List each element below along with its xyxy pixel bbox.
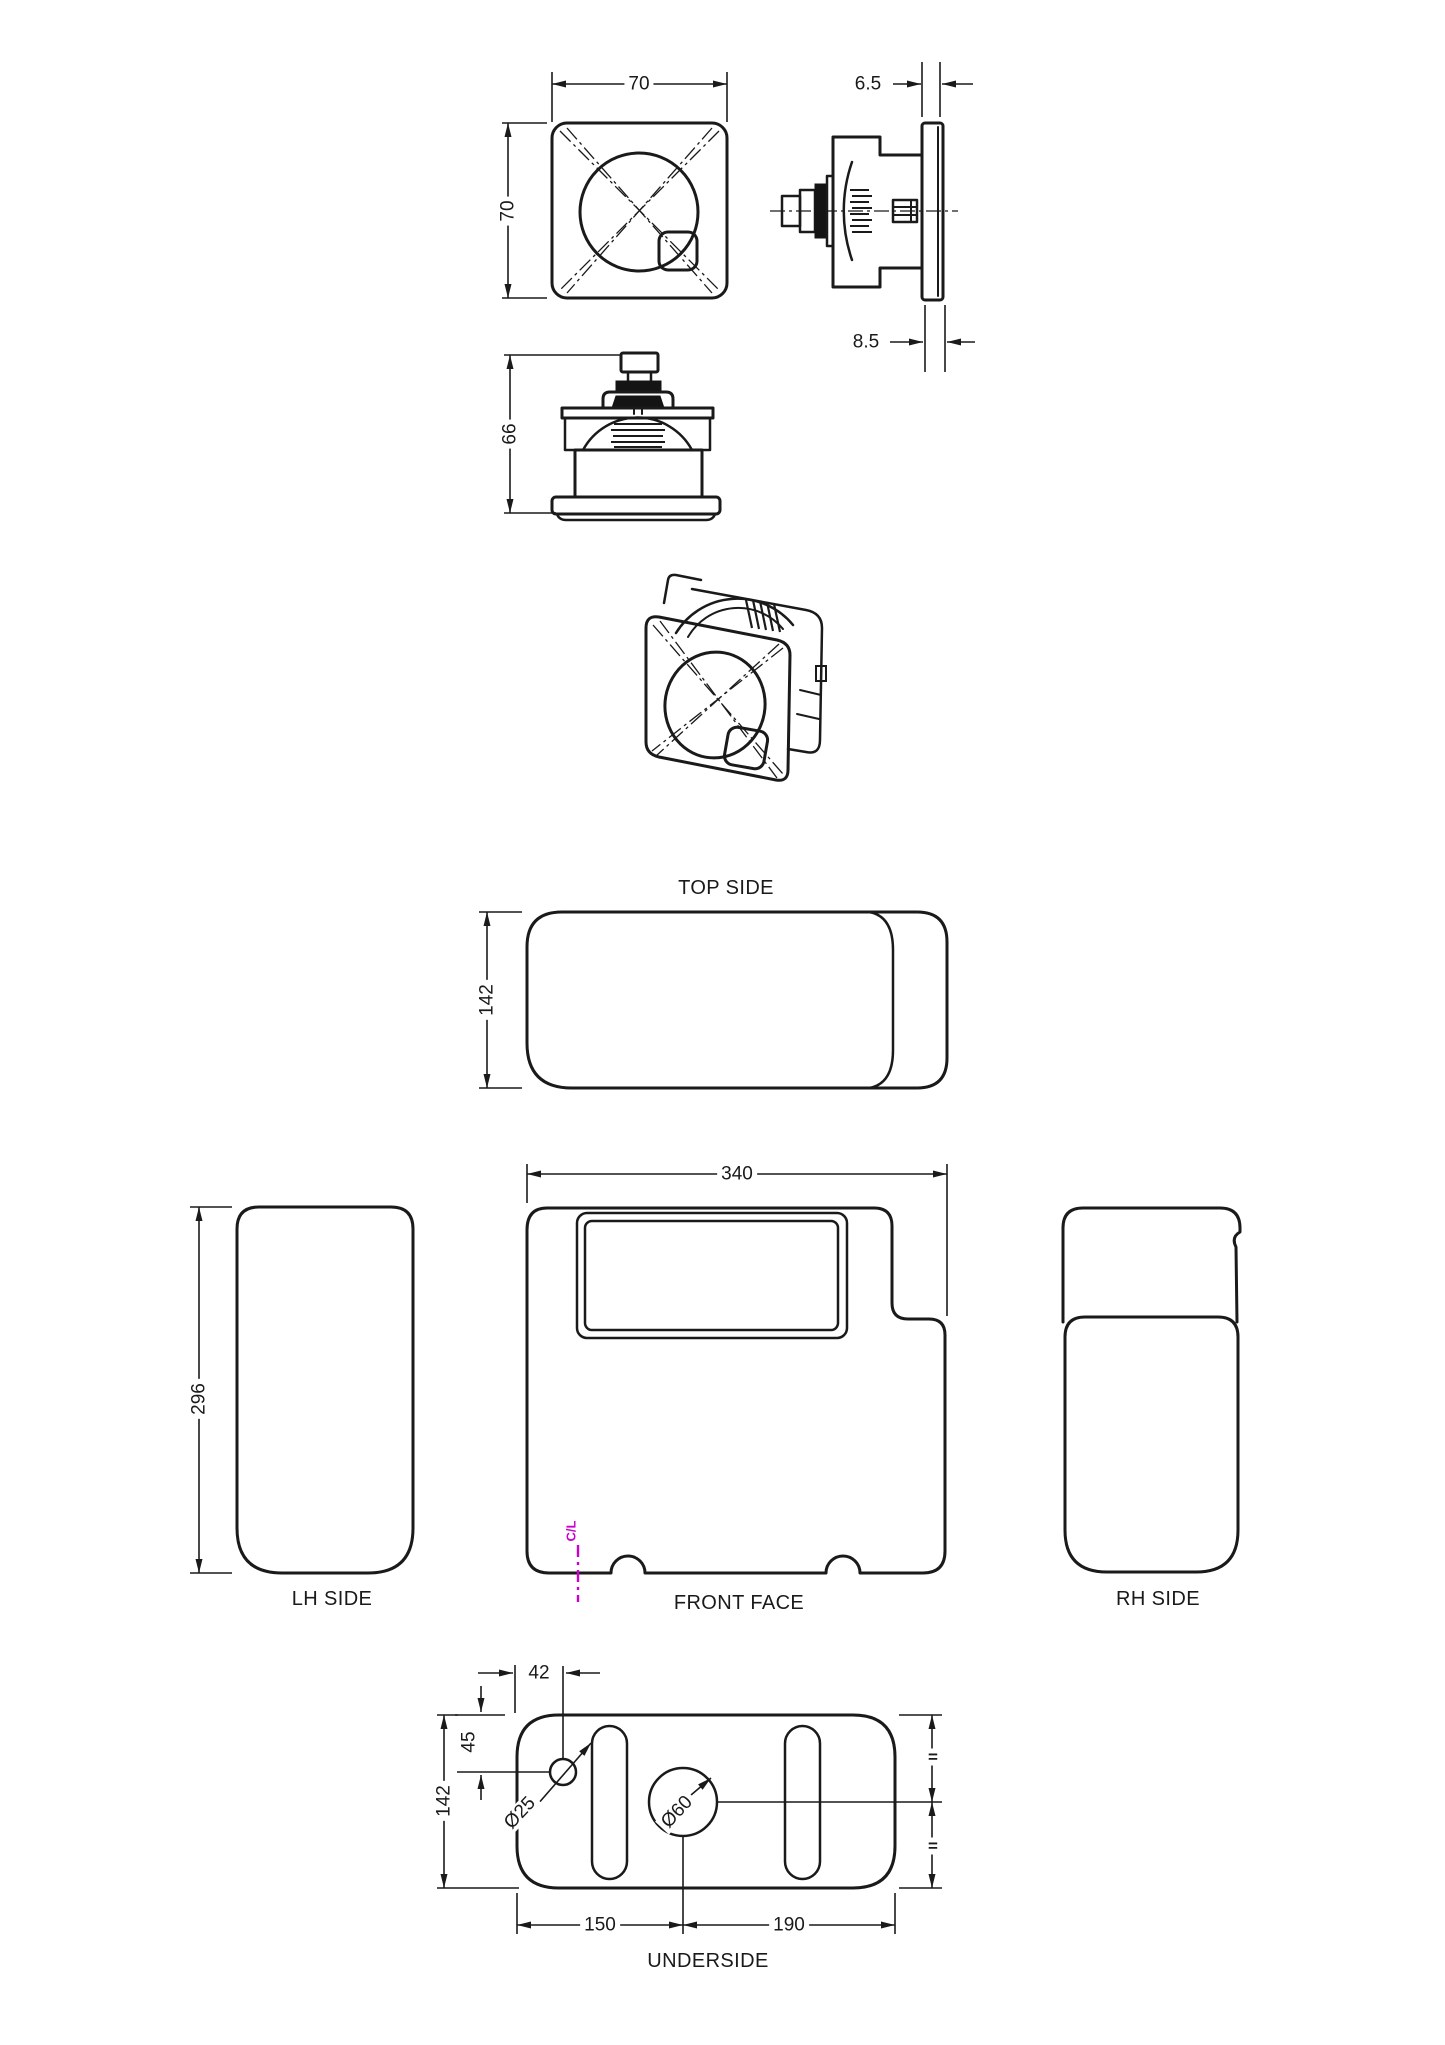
top-side-view xyxy=(479,910,949,1090)
button-side-view xyxy=(770,62,975,372)
rh-side-view xyxy=(1061,1206,1242,1574)
dim-flange-lip: 8.5 xyxy=(852,331,880,353)
iso-boss xyxy=(815,665,827,682)
iso-small-square xyxy=(722,725,770,771)
dim-top-view-width: 70 xyxy=(624,74,654,94)
thread-lines xyxy=(850,189,872,233)
title-lh-side: LH SIDE xyxy=(291,1588,373,1610)
iso-button-circle xyxy=(663,650,767,760)
access-panel-inner xyxy=(583,1219,840,1332)
iso-clip-arm xyxy=(662,573,703,605)
plunger-base xyxy=(825,174,835,248)
topside-end-joint xyxy=(867,910,895,1090)
title-underside: UNDERSIDE xyxy=(647,1950,769,1972)
title-front-face: FRONT FACE xyxy=(673,1592,805,1614)
button-frame-profile xyxy=(831,135,924,289)
button-top-view xyxy=(502,72,729,300)
rh-lower-outline xyxy=(1063,1315,1240,1574)
button-front-view xyxy=(504,351,722,522)
iso-face-plate xyxy=(644,615,792,782)
iso-housing xyxy=(690,587,824,754)
dim-underside-depth: 142 xyxy=(434,1781,455,1821)
plunger-nut xyxy=(814,183,828,239)
bracket xyxy=(601,390,675,410)
lower-body xyxy=(573,448,704,499)
button-circle xyxy=(578,151,700,273)
dim-hole-offset-x: 42 xyxy=(528,1662,550,1684)
dome-arc xyxy=(842,160,854,262)
dim-button-height: 66 xyxy=(500,419,521,449)
rh-upper-outline xyxy=(1061,1206,1242,1324)
base-lip xyxy=(555,512,717,522)
lh-outline xyxy=(235,1205,415,1575)
underside-outline xyxy=(515,1713,897,1890)
equal-mark-bottom: = xyxy=(924,1837,942,1855)
dim-hole-offset-y: 45 xyxy=(458,1731,480,1753)
left-slot xyxy=(590,1724,629,1881)
dim-flange-thickness: 6.5 xyxy=(854,73,882,95)
dim-front-width: 340 xyxy=(717,1164,757,1184)
small-hole xyxy=(548,1757,578,1787)
plunger-top-cap xyxy=(619,351,660,374)
lh-side-view xyxy=(190,1205,415,1575)
isometric-view xyxy=(644,573,827,782)
dim-left-span: 150 xyxy=(580,1915,620,1935)
iso-clip-hatch xyxy=(744,599,782,633)
base-plate xyxy=(550,495,722,516)
equal-mark-top: = xyxy=(924,1748,942,1766)
dim-topside-depth: 142 xyxy=(477,980,498,1020)
bracket-insert xyxy=(611,395,665,409)
button-plate-outline xyxy=(550,121,729,300)
centerline-label: C/L xyxy=(563,1520,579,1542)
topside-outline xyxy=(525,910,949,1090)
front-face-view xyxy=(525,1164,948,1602)
dim-right-span: 190 xyxy=(769,1915,809,1935)
dim-top-view-height: 70 xyxy=(498,196,519,226)
dome-arch xyxy=(581,416,694,452)
spindle xyxy=(891,198,919,224)
iso-bezel-outer xyxy=(674,597,795,635)
title-top-side: TOP SIDE xyxy=(678,877,774,899)
arch-threads xyxy=(611,423,665,448)
dim-lh-height: 296 xyxy=(189,1379,210,1419)
button-small-square xyxy=(657,230,699,272)
front-face-outline xyxy=(525,1206,947,1575)
title-rh-side: RH SIDE xyxy=(1116,1588,1200,1610)
access-panel-outer xyxy=(575,1211,849,1340)
